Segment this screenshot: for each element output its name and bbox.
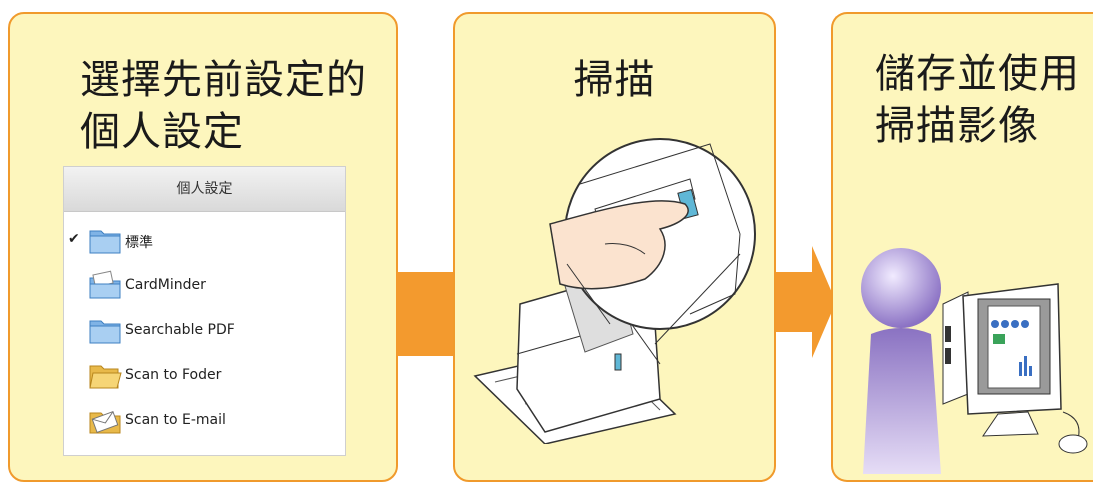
folder-icon xyxy=(89,320,121,344)
folder-icon xyxy=(89,230,121,254)
email-icon xyxy=(89,411,121,434)
profile-item-label: Scan to Foder xyxy=(125,367,222,383)
profile-item-label: 標準 xyxy=(125,235,153,251)
step-panel-select-profile: 選擇先前設定的 個人設定 個人設定 ✔ 標準 CardMinder S xyxy=(8,12,398,482)
open-folder-icon xyxy=(89,365,122,389)
profile-list-header: 個人設定 xyxy=(64,167,345,212)
profile-item-label: Searchable PDF xyxy=(125,322,235,338)
profile-item-searchable-pdf[interactable]: Searchable PDF xyxy=(64,309,345,353)
scanner-illustration xyxy=(473,138,756,444)
step-panel-scan: 掃描 xyxy=(453,12,776,482)
profile-item-scan-to-email[interactable]: Scan to E-mail xyxy=(64,399,345,443)
profile-item-scan-to-folder[interactable]: Scan to Foder xyxy=(64,354,345,398)
checkmark-icon: ✔ xyxy=(68,231,80,247)
person-with-computer-illustration xyxy=(861,248,1088,474)
profile-item-cardminder[interactable]: CardMinder xyxy=(64,264,345,308)
profile-item-standard[interactable]: ✔ 標準 xyxy=(64,219,345,263)
arrow-right-icon xyxy=(396,272,456,356)
card-folder-icon xyxy=(89,270,121,299)
step-panel-save-use: 儲存並使用 掃描影像 xyxy=(831,12,1093,482)
step-title: 掃描 xyxy=(573,57,656,103)
profile-item-label: CardMinder xyxy=(125,277,206,293)
profile-list: 個人設定 ✔ 標準 CardMinder Searchable PDF xyxy=(63,166,346,456)
arrow-right-icon xyxy=(776,246,836,358)
profile-item-label: Scan to E-mail xyxy=(125,412,226,428)
step-title: 選擇先前設定的 個人設定 xyxy=(80,57,367,155)
step-title: 儲存並使用 掃描影像 xyxy=(875,51,1080,149)
